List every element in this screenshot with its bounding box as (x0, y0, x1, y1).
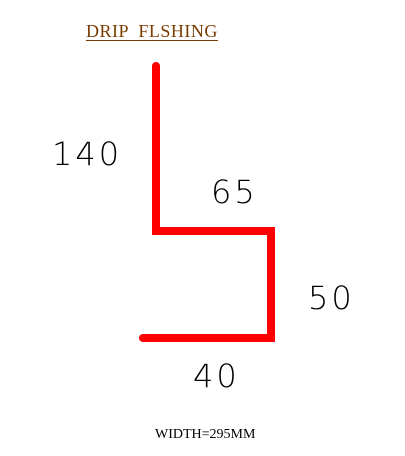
width-note: WIDTH=295MM (155, 427, 256, 442)
drawing-title: DRIP FLSHING (86, 21, 218, 41)
dimension-65: 65 (211, 173, 258, 211)
dimension-50: 50 (308, 279, 355, 317)
dimension-140: 140 (52, 135, 122, 173)
flashing-profile-line (139, 62, 275, 342)
dimension-40: 40 (193, 357, 240, 395)
